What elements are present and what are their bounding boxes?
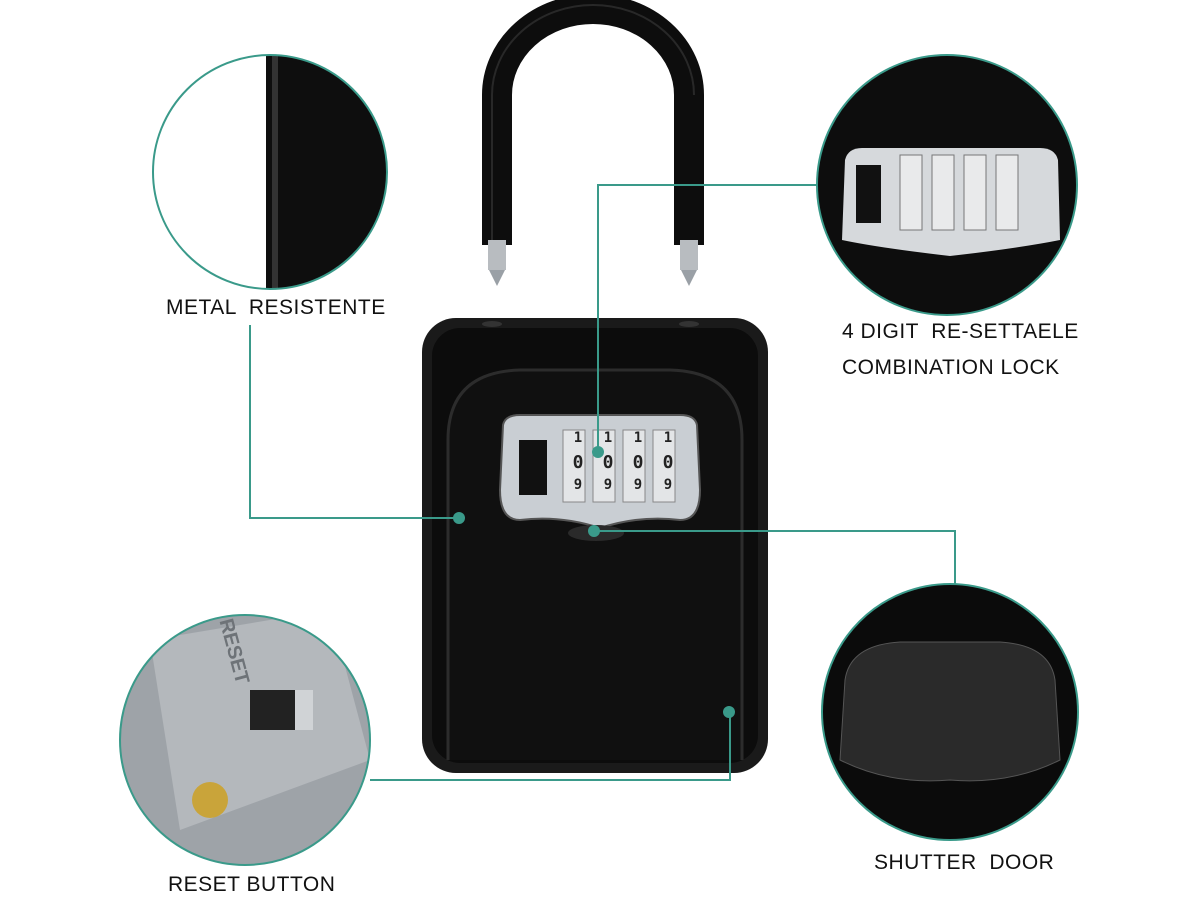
reset-detail-circle (119, 614, 371, 866)
dial-2-middle: 0 (602, 452, 614, 473)
lockbox-body (422, 318, 768, 773)
dial-1-bottom: 9 (573, 477, 583, 493)
dial-2-top: 1 (603, 430, 613, 446)
dial-2-bottom: 9 (603, 477, 613, 493)
reset-label: RESET BUTTON (168, 873, 336, 896)
metal-detail-circle (152, 54, 388, 290)
dial-4-top: 1 (663, 430, 673, 446)
dial-1-top: 1 (573, 430, 583, 446)
dial-1-middle: 0 (572, 452, 584, 473)
combination-detail-circle (816, 54, 1078, 316)
shutter-detail-circle (821, 583, 1079, 841)
shutter-label: SHUTTER DOOR (874, 851, 1055, 874)
dial-4-bottom: 9 (663, 477, 673, 493)
shackle (482, 0, 704, 286)
combination-label-line1: 4 DIGIT RE-SETTAELE (842, 320, 1079, 343)
callout-lines (249, 184, 956, 781)
dial-3-top: 1 (633, 430, 643, 446)
dial-3-bottom: 9 (633, 477, 643, 493)
dial-3-middle: 0 (632, 452, 644, 473)
dial-4-middle: 0 (662, 452, 674, 473)
callout-dots (453, 446, 735, 718)
combination-label-line2: COMBINATION LOCK (842, 356, 1060, 379)
metal-label: METAL RESISTENTE (166, 296, 386, 319)
